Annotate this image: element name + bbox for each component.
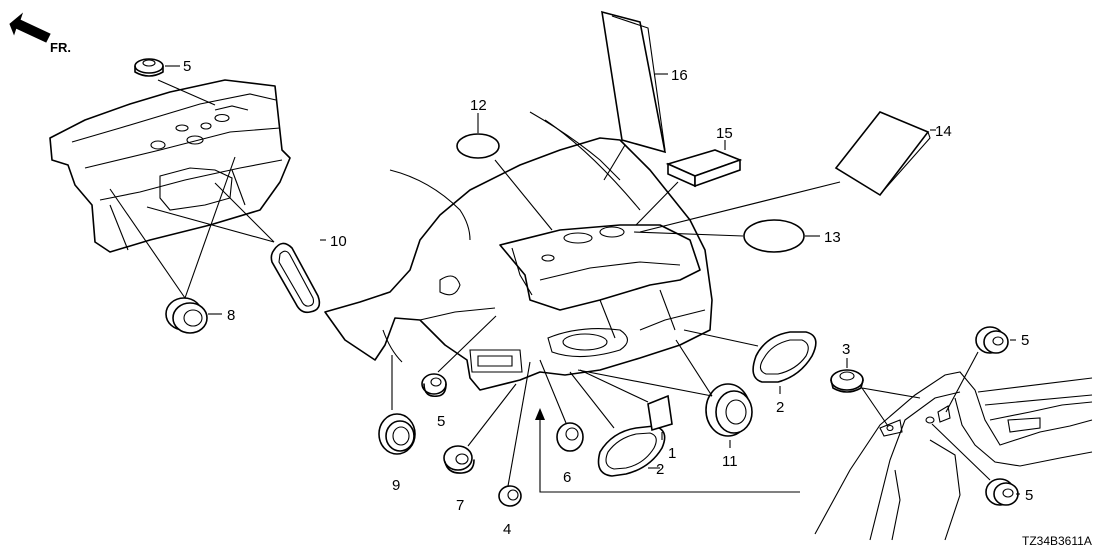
callout-15: 15 [716, 125, 733, 142]
oval-plug-2-right [683, 329, 817, 394]
plug-4 [498, 361, 531, 507]
seal-13 [633, 219, 820, 253]
rear-bulkhead-panel [49, 79, 291, 253]
callout-13: 13 [824, 229, 841, 246]
callout-11: 11 [722, 453, 738, 470]
callout-6: 6 [563, 469, 571, 486]
plug-8 [109, 156, 236, 334]
grommet-5-center-left [421, 315, 497, 398]
callout-16: 16 [671, 67, 688, 84]
grommet-5-inset-top [945, 326, 1016, 413]
callout-7: 7 [456, 497, 464, 514]
car-rear-body [324, 111, 713, 391]
plug-7 [443, 383, 517, 474]
ring-9 [378, 355, 416, 455]
inset-leader-arrow [535, 408, 800, 493]
seal-10 [146, 182, 326, 314]
grommet-11 [577, 339, 753, 448]
drawing-code: TZ34B3611A [1022, 534, 1092, 548]
callout-8: 8 [227, 307, 235, 324]
callout-5-top-left: 5 [183, 58, 191, 75]
callout-12: 12 [470, 97, 487, 114]
callout-1: 1 [668, 445, 676, 462]
pad-1 [579, 369, 673, 440]
callout-2-right: 2 [776, 399, 784, 416]
callout-10: 10 [330, 233, 347, 250]
insulator-sheet-16 [601, 10, 668, 181]
front-direction-label: FR. [50, 40, 71, 55]
callout-3: 3 [842, 341, 850, 358]
callout-9: 9 [392, 477, 400, 494]
callout-labels: 1 2 2 3 4 5 5 5 5 6 7 8 9 10 11 12 13 14… [183, 58, 1033, 538]
callout-5-inset-bottom: 5 [1025, 487, 1033, 504]
grommet-3 [830, 358, 921, 427]
oval-plug-2-lower [569, 371, 666, 477]
seal-12 [456, 113, 553, 231]
grommet-5-inset-bottom [931, 423, 1020, 506]
insulator-sheet-14 [639, 111, 936, 233]
callout-5-center-left: 5 [437, 413, 445, 430]
callout-14: 14 [935, 123, 952, 140]
pad-15 [635, 140, 743, 226]
callout-4: 4 [503, 521, 511, 538]
callout-5-inset-top: 5 [1021, 332, 1029, 349]
callout-2-lower: 2 [656, 461, 664, 478]
grommet-5-top-left [134, 58, 216, 106]
front-direction-arrow: FR. [9, 12, 71, 55]
grommet-6 [539, 359, 584, 452]
inset-interior-view [814, 371, 1093, 541]
